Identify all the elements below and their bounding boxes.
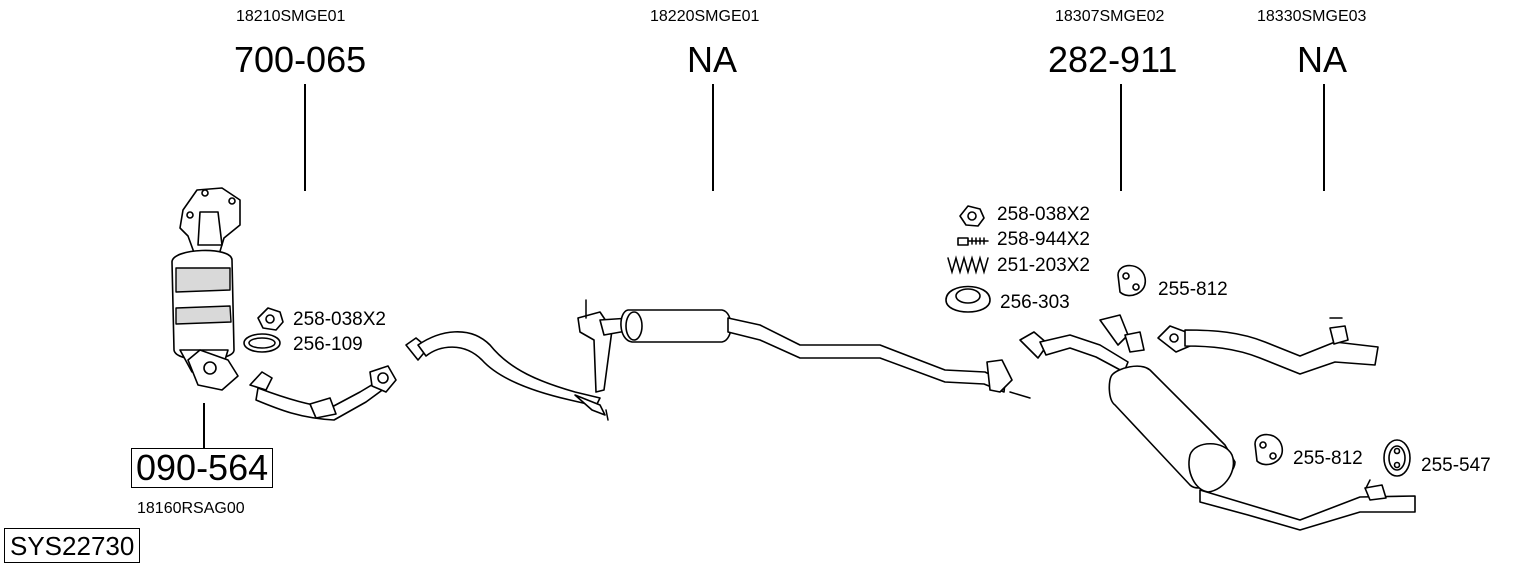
hanger-bottom-icon[interactable]: [1254, 433, 1283, 466]
system-code: SYS22730: [4, 528, 141, 563]
label-hanger-bottom[interactable]: 255-812: [1293, 448, 1363, 469]
leader-line-tail-pipe: [1323, 84, 1325, 191]
catalytic-converter-drawing[interactable]: [171, 187, 241, 391]
front-gasket-icon[interactable]: [243, 333, 281, 353]
hanger-right-icon[interactable]: [1383, 439, 1411, 477]
part-number-front-pipe[interactable]: 700-065: [234, 39, 367, 80]
rear-spring-icon[interactable]: [947, 255, 989, 275]
oem-number-middle-pipe: 18220SMGE01: [650, 8, 760, 25]
leader-line-middle-pipe: [712, 84, 714, 191]
label-front-gasket[interactable]: 256-109: [293, 334, 363, 355]
label-hanger-top[interactable]: 255-812: [1158, 279, 1228, 300]
rear-nut-icon[interactable]: [959, 205, 985, 227]
leader-line-catalyst: [203, 403, 205, 448]
tail-pipe-drawing[interactable]: [1157, 317, 1379, 375]
part-number-rear-silencer[interactable]: 282-911: [1048, 39, 1178, 80]
hanger-top-icon[interactable]: [1117, 264, 1146, 297]
front-pipe-drawing[interactable]: [249, 365, 397, 421]
rear-gasket-icon[interactable]: [945, 285, 991, 313]
leader-line-rear-silencer: [1120, 84, 1122, 191]
front-nut-icon[interactable]: [257, 307, 284, 331]
oem-number-rear-silencer: 18307SMGE02: [1055, 8, 1165, 25]
oem-number-tail-pipe: 18330SMGE03: [1257, 8, 1367, 25]
label-rear-nut[interactable]: 258-038X2: [997, 204, 1090, 225]
label-front-nut[interactable]: 258-038X2: [293, 309, 386, 330]
rear-bolt-icon[interactable]: [957, 237, 989, 246]
front-gasket-inner-icon: [248, 337, 276, 349]
label-hanger-right[interactable]: 255-547: [1421, 455, 1491, 476]
middle-pipe-drawing[interactable]: [405, 299, 1031, 421]
label-rear-gasket[interactable]: 256-303: [1000, 292, 1070, 313]
leader-line-front-pipe: [304, 84, 306, 191]
label-rear-bolt[interactable]: 258-944X2: [997, 229, 1090, 250]
part-number-catalyst[interactable]: 090-564: [131, 448, 274, 488]
oem-number-front-pipe: 18210SMGE01: [236, 8, 346, 25]
oem-number-catalyst: 18160RSAG00: [137, 500, 245, 517]
part-number-tail-pipe[interactable]: NA: [1297, 39, 1348, 80]
rear-silencer-drawing[interactable]: [1019, 314, 1416, 531]
label-rear-spring[interactable]: 251-203X2: [997, 255, 1090, 276]
part-number-middle-pipe[interactable]: NA: [687, 39, 738, 80]
